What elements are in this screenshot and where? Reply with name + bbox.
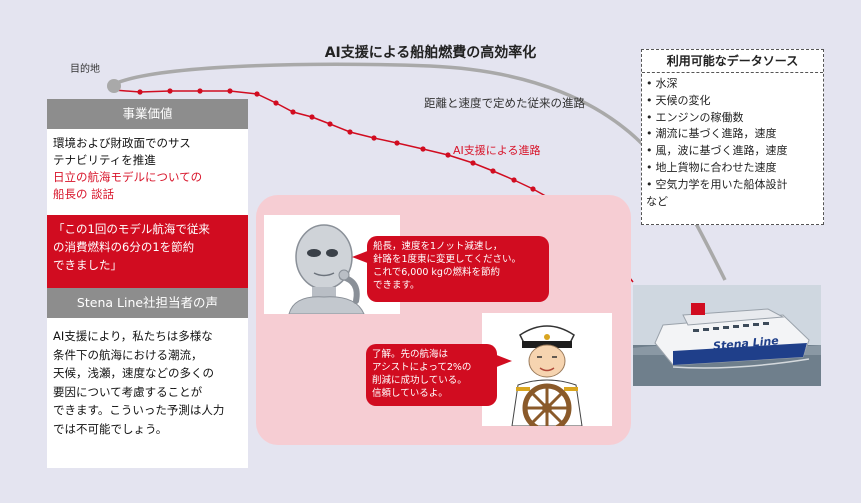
destination-label: 目的地 bbox=[70, 64, 100, 75]
captain-quote: 「この1回のモデル航海で従来 の消費燃料の6分の1を節約 できました」 bbox=[47, 215, 248, 293]
data-sources-box: 利用可能なデータソース •水深 •天候の変化 •エンジンの稼働数 •潮流に基づく… bbox=[641, 49, 824, 225]
data-sources-note: など bbox=[646, 194, 668, 208]
captain-speech-bubble: 了解。先の航海は アシストによって2%の 削減に成功している。 信頼しているよ。 bbox=[366, 344, 497, 406]
business-value-text: 環境および財政面でのサス テナビリティを推進 日立の航海モデルについての 船長の… bbox=[53, 135, 245, 203]
stena-header: Stena Line社担当者の声 bbox=[47, 288, 248, 318]
diagram-title: AI支援による船舶燃費の高効率化 bbox=[324, 45, 537, 61]
conventional-route-label: 距離と速度で定めた従来の進路 bbox=[424, 96, 585, 110]
left-panel: 事業価値 環境および財政面でのサス テナビリティを推進 日立の航海モデルについて… bbox=[47, 99, 248, 468]
list-item: •風，波に基づく進路，速度 bbox=[646, 144, 788, 158]
list-item: •エンジンの稼働数 bbox=[646, 110, 744, 124]
list-item: •水深 bbox=[646, 77, 678, 90]
list-item: •潮流に基づく進路，速度 bbox=[646, 127, 777, 141]
ai-route-label: AI支援による進路 bbox=[453, 144, 541, 157]
data-sources-list: •水深 •天候の変化 •エンジンの稼働数 •潮流に基づく進路，速度 •風，波に基… bbox=[642, 76, 823, 194]
ai-bubble-tail bbox=[352, 250, 370, 264]
ai-speech-bubble: 船長，速度を1ノット減速し， 針路を1度東に変更してください。 これで6,000… bbox=[367, 236, 549, 302]
destination-marker bbox=[107, 79, 121, 93]
captain-talk-link: 日立の航海モデルについての 船長の 談話 bbox=[53, 170, 203, 201]
business-value-header: 事業価値 bbox=[47, 99, 248, 129]
stena-quote: AI支援により，私たちは多様な 条件下の航海における潮流， 天候，浅瀬，速度など… bbox=[53, 329, 225, 436]
captain-bubble-tail bbox=[494, 354, 512, 368]
data-sources-title: 利用可能なデータソース bbox=[642, 50, 823, 73]
list-item: •地上貨物に合わせた速度 bbox=[646, 160, 777, 174]
list-item: •空気力学を用いた船体設計 bbox=[646, 177, 788, 191]
ferry-photo: Stena Line bbox=[633, 285, 821, 386]
list-item: •天候の変化 bbox=[646, 93, 711, 107]
captain-image bbox=[482, 313, 612, 426]
